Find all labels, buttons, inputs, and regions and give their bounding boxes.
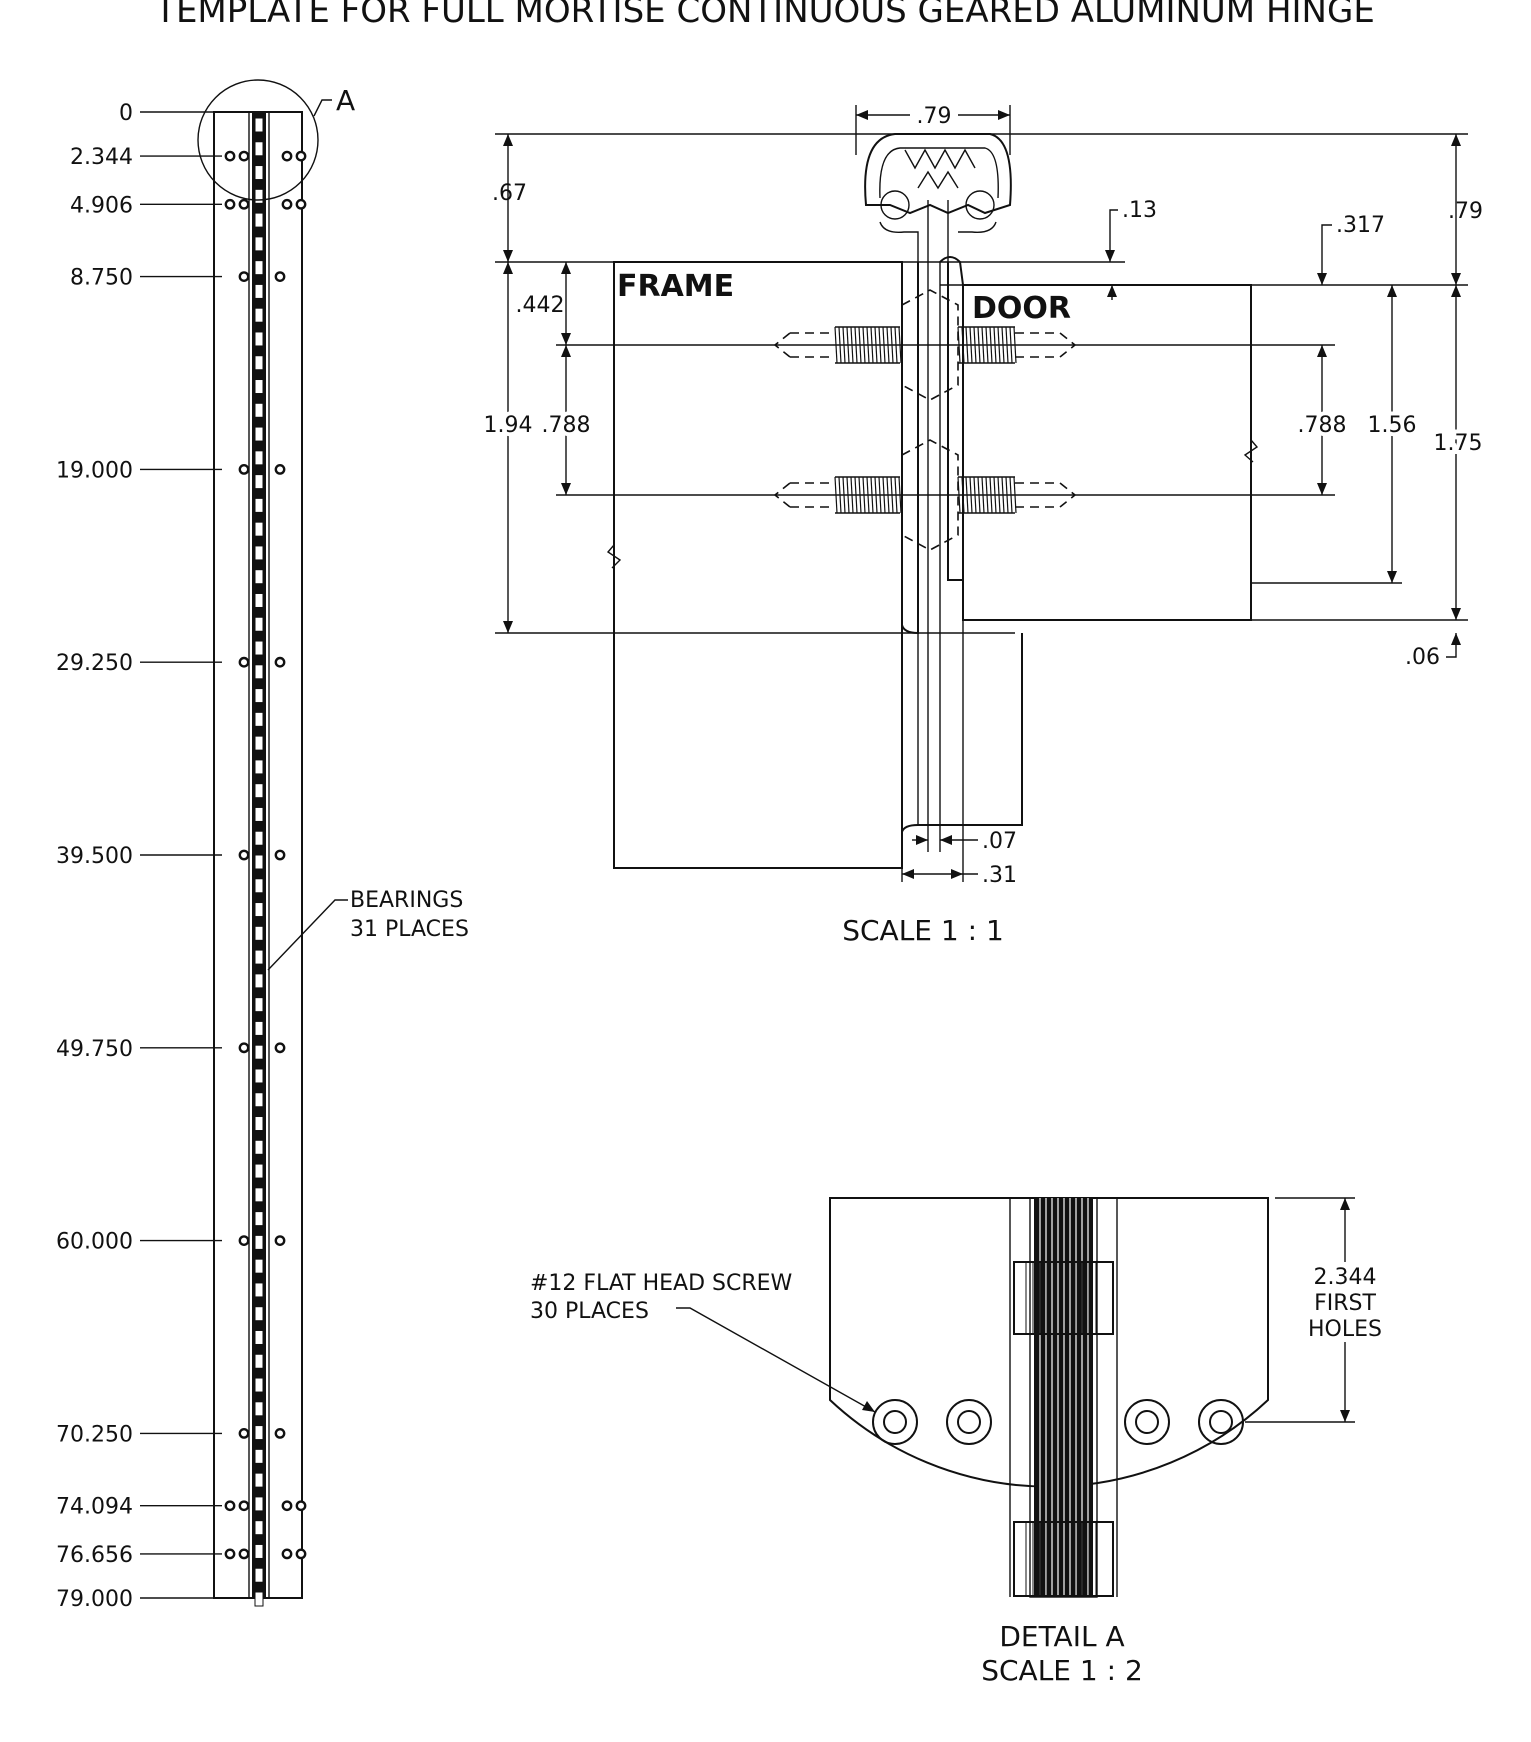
detail-screw-hole-3	[1124, 1399, 1170, 1445]
screw-hole	[281, 1500, 293, 1512]
position-label: 8.750	[70, 266, 133, 291]
frame-label: FRAME	[617, 269, 734, 304]
door-body	[962, 284, 1252, 621]
bearings-note-line1: BEARINGS	[350, 888, 463, 913]
screw-hole	[238, 849, 250, 861]
screw-hole	[224, 150, 236, 162]
screw-hole	[238, 1428, 250, 1439]
dim-156: 1.56	[1368, 413, 1417, 438]
screw-hole	[224, 1500, 236, 1512]
position-label: 4.906	[70, 193, 133, 218]
screw-note-leader	[676, 1307, 876, 1413]
screw-hole	[274, 1235, 286, 1247]
bearings-note-line2: 31 PLACES	[350, 917, 469, 942]
detail-a-callout-label: A	[336, 84, 355, 117]
dim-175: 1.75	[1434, 431, 1483, 456]
screw-hole	[238, 1042, 250, 1054]
position-label: 29.250	[56, 651, 133, 676]
position-label: 2.344	[70, 145, 133, 170]
dim-007: .07	[982, 829, 1017, 854]
dim-079-right: .79	[1448, 199, 1483, 224]
screw-hole	[295, 1548, 307, 1560]
detail-knuckle-lower	[1013, 1521, 1114, 1597]
dim-width-top: .79	[917, 104, 952, 129]
first-holes-line3: HOLES	[1308, 1317, 1382, 1342]
dim-067: .67	[492, 181, 527, 206]
hinge-geared-profile	[864, 133, 1012, 215]
hinge-elevation-view	[213, 111, 307, 1607]
detail-screw-hole-2	[946, 1399, 992, 1445]
screw-hole	[238, 656, 250, 668]
section-screw-bottom	[773, 439, 1077, 551]
detail-a-callout-circle	[197, 79, 319, 201]
dim-0788-right: .788	[1298, 413, 1347, 438]
page-title: TEMPLATE FOR FULL MORTISE CONTINUOUS GEA…	[154, 0, 1375, 31]
screw-hole	[274, 1428, 286, 1439]
first-holes-line2: FIRST	[1314, 1291, 1376, 1316]
bearings-leader	[267, 899, 348, 971]
screw-hole	[238, 150, 250, 162]
dim-0442: .442	[516, 293, 565, 318]
screw-hole	[224, 198, 236, 210]
position-label: 74.094	[56, 1495, 133, 1520]
section-view: FRAME DOOR .79 .67 .13	[480, 104, 1487, 947]
detail-a-scale: SCALE 1 : 2	[981, 1654, 1143, 1687]
detail-a-view: #12 FLAT HEAD SCREW 30 PLACES 2.344 FIRS…	[530, 1197, 1382, 1687]
position-dimension-list: 0 2.344 4.906 8.750 19.000 29.250 39.500 49.750…	[56, 101, 222, 1612]
screw-hole	[238, 271, 250, 282]
position-label: 19.000	[56, 458, 133, 483]
screw-hole	[281, 198, 293, 210]
position-label: 49.750	[56, 1037, 133, 1062]
screw-hole	[295, 150, 307, 162]
screw-hole	[238, 1235, 250, 1247]
dim-194: 1.94	[484, 413, 533, 438]
screw-hole	[238, 463, 250, 475]
first-holes-dim: 2.344	[1314, 1265, 1377, 1290]
screw-hole	[238, 1500, 250, 1512]
position-label: 79.000	[56, 1587, 133, 1612]
detail-a-title: DETAIL A	[999, 1620, 1124, 1653]
position-label: 76.656	[56, 1543, 133, 1568]
screw-hole	[238, 198, 250, 210]
detail-knuckle-stripes	[1034, 1198, 1093, 1597]
dim-0788-left: .788	[542, 413, 591, 438]
detail-screw-hole-1	[872, 1399, 918, 1445]
position-label: 0	[119, 101, 133, 126]
screw-holes	[224, 150, 307, 1560]
position-label: 70.250	[56, 1422, 133, 1447]
screw-note-line1: #12 FLAT HEAD SCREW	[530, 1271, 793, 1296]
screw-note-line2: 30 PLACES	[530, 1299, 649, 1324]
dim-006: .06	[1405, 645, 1440, 670]
door-label: DOOR	[972, 291, 1071, 326]
screw-hole	[281, 1548, 293, 1560]
screw-hole	[295, 198, 307, 210]
frame-body	[613, 261, 903, 869]
screw-hole	[274, 1042, 286, 1054]
screw-hole	[274, 463, 286, 475]
screw-hole	[281, 150, 293, 162]
position-label: 39.500	[56, 844, 133, 869]
dim-031: .31	[982, 863, 1017, 888]
screw-hole	[238, 1548, 250, 1560]
section-scale-label: SCALE 1 : 1	[842, 914, 1004, 947]
dim-0317: .317	[1336, 213, 1385, 238]
dim-013: .13	[1122, 198, 1157, 223]
position-label: 60.000	[56, 1230, 133, 1255]
screw-hole	[274, 849, 286, 861]
screw-hole	[274, 656, 286, 668]
detail-knuckle-upper	[1013, 1261, 1114, 1335]
screw-hole	[224, 1548, 236, 1560]
detail-screw-hole-4	[1198, 1399, 1244, 1445]
screw-hole	[274, 271, 286, 282]
bearing-marks	[254, 117, 264, 1607]
screw-hole	[295, 1500, 307, 1512]
